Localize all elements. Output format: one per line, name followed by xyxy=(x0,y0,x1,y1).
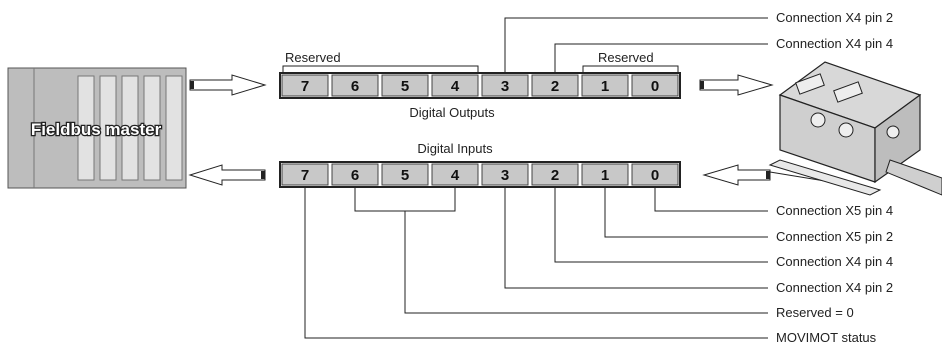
input-connection-label: Connection X4 pin 4 xyxy=(776,254,893,269)
outputs-reserved-right-label: Reserved xyxy=(598,50,654,65)
outputs-bit-cell-2 xyxy=(531,74,579,97)
inputs-bit-cell-6 xyxy=(331,163,379,186)
arrow-device-to-inputs xyxy=(702,164,771,186)
inputs-bit-4: 4 xyxy=(451,167,460,184)
input-connection-label: Connection X5 pin 4 xyxy=(776,203,893,218)
outputs-bit-0: 0 xyxy=(651,78,659,95)
outputs-bit-cell-4 xyxy=(431,74,479,97)
outputs-register: 7 6 5 4 3 2 1 0 xyxy=(279,72,681,99)
input-connection-x4-pin4: Connection X4 pin 4 xyxy=(554,188,893,269)
arrow-inputs-to-master xyxy=(188,164,266,186)
inputs-bit-cell-3 xyxy=(481,163,529,186)
outputs-bit-6: 6 xyxy=(351,78,359,95)
inputs-bit-cell-7 xyxy=(281,163,329,186)
outputs-reserved-left-label: Reserved xyxy=(285,50,341,65)
inputs-bit-cell-2 xyxy=(531,163,579,186)
outputs-bit-cells xyxy=(281,74,679,97)
fieldbus-master: Fieldbus master xyxy=(7,67,187,189)
output-connection-label: Connection X4 pin 2 xyxy=(776,10,893,25)
inputs-bit-1: 1 xyxy=(601,167,609,184)
inputs-bit-cells xyxy=(281,163,679,186)
input-connection-label: MOVIMOT status xyxy=(776,330,877,345)
inputs-bit-0: 0 xyxy=(651,167,659,184)
inputs-bit-5: 5 xyxy=(401,167,409,184)
input-connection-x5-pin4: Connection X5 pin 4 xyxy=(654,188,893,218)
outputs-bit-cell-6 xyxy=(331,74,379,97)
input-connection-label: Connection X4 pin 2 xyxy=(776,280,893,295)
inputs-bit-cell-1 xyxy=(581,163,629,186)
outputs-bit-7: 7 xyxy=(301,78,309,95)
input-connection-label: Connection X5 pin 2 xyxy=(776,229,893,244)
inputs-bit-2: 2 xyxy=(551,167,559,184)
outputs-bit-2: 2 xyxy=(551,78,559,95)
input-connection-movimot-status: MOVIMOT status xyxy=(304,188,877,345)
input-connection-x4-pin2: Connection X4 pin 2 xyxy=(504,188,893,295)
outputs-bit-cell-1 xyxy=(581,74,629,97)
inputs-title: Digital Inputs xyxy=(417,141,493,156)
outputs-bit-cell-0 xyxy=(631,74,679,97)
outputs-reserved-bracket-left: Reserved xyxy=(282,50,479,72)
outputs-bit-3: 3 xyxy=(501,78,509,95)
outputs-reserved-bracket-right: Reserved xyxy=(582,50,679,72)
inputs-bit-cell-0 xyxy=(631,163,679,186)
inputs-register: 7 6 5 4 3 2 1 0 xyxy=(279,161,681,188)
output-connection-x4-pin4: Connection X4 pin 4 xyxy=(554,36,893,73)
input-connection-x5-pin2: Connection X5 pin 2 xyxy=(604,188,893,244)
input-connection-label: Reserved = 0 xyxy=(776,305,854,320)
inputs-bit-cell-4 xyxy=(431,163,479,186)
outputs-bit-5: 5 xyxy=(401,78,409,95)
input-connection-reserved: Reserved = 0 xyxy=(354,188,854,320)
output-connection-label: Connection X4 pin 4 xyxy=(776,36,893,51)
outputs-bit-1: 1 xyxy=(601,78,609,95)
outputs-bit-cell-7 xyxy=(281,74,329,97)
output-connection-x4-pin2: Connection X4 pin 2 xyxy=(504,10,893,73)
movimot-device-image xyxy=(768,61,942,196)
inputs-bit-cell-5 xyxy=(381,163,429,186)
fieldbus-master-label: Fieldbus master xyxy=(31,120,162,139)
outputs-bit-4: 4 xyxy=(451,78,460,95)
outputs-bit-cell-3 xyxy=(481,74,529,97)
inputs-bit-3: 3 xyxy=(501,167,509,184)
arrow-master-to-outputs xyxy=(189,74,267,96)
outputs-title: Digital Outputs xyxy=(409,105,495,120)
inputs-bit-7: 7 xyxy=(301,167,309,184)
arrow-outputs-to-device xyxy=(699,74,774,96)
inputs-bit-6: 6 xyxy=(351,167,359,184)
outputs-bit-cell-5 xyxy=(381,74,429,97)
